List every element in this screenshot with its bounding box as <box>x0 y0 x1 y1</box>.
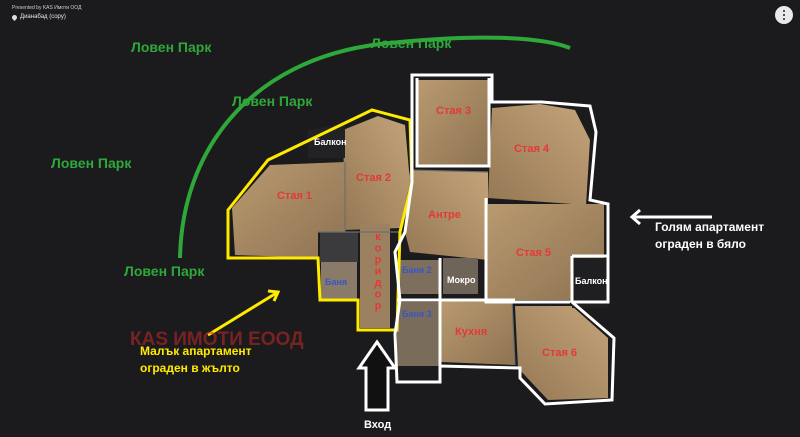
balcony-big-floor <box>572 258 608 308</box>
location-row[interactable]: Дианабад (copy) <box>10 13 66 21</box>
big-apartment-caption-line2: ограден в бяло <box>655 237 746 251</box>
corridor-letter: и <box>375 266 382 278</box>
park-label-top-right: Ловен Парк <box>371 35 452 51</box>
entrance-hall-label: Антре <box>428 209 461 221</box>
small-apartment-pointer-arrow <box>207 289 281 337</box>
entry-arrow <box>356 339 398 412</box>
hallway-left-floor <box>320 232 358 262</box>
room-2-label: Стая 2 <box>356 172 391 184</box>
room-6-floor <box>515 306 608 400</box>
balcony-small-label: Балкон <box>314 137 347 147</box>
park-boundary-arc <box>178 35 571 259</box>
entry-label: Вход <box>364 419 391 431</box>
bath-small-floor <box>321 262 357 300</box>
park-label-left: Ловен Парк <box>51 155 132 171</box>
room-3-floor <box>417 80 489 166</box>
big-apartment-pointer-arrow <box>629 208 712 226</box>
small-apartment-caption-line2: ограден в жълто <box>140 361 240 375</box>
balcony-big-label: Балкон <box>575 276 608 286</box>
bath3-label: Баня 3 <box>402 309 432 319</box>
big-apartment-outline <box>393 73 616 406</box>
room-4-label: Стая 4 <box>514 143 550 155</box>
corridor-floor <box>360 224 390 328</box>
bath2-label: Баня 2 <box>402 265 432 275</box>
location-pin-icon <box>10 13 19 21</box>
corridor-letter: о <box>375 289 382 301</box>
park-label-mid: Ловен Парк <box>232 93 313 109</box>
watermark-text: КАS ИМОТИ ЕООД <box>130 329 304 350</box>
floor-plan <box>232 80 608 400</box>
kitchen-floor <box>441 300 515 365</box>
room-4-floor <box>488 104 590 205</box>
balcony-small-floor <box>308 124 345 158</box>
room-5-label: Стая 5 <box>516 247 551 259</box>
bath2-floor <box>400 260 440 294</box>
room-6-label: Стая 6 <box>542 347 577 359</box>
room-1-label: Стая 1 <box>277 190 312 202</box>
hall-floor <box>405 170 488 260</box>
corridor-letter: о <box>375 243 382 255</box>
wet-room-floor <box>443 258 478 294</box>
room-3-label: Стая 3 <box>436 105 471 117</box>
presented-by-text: Presented by KAS Имоти ООД <box>12 5 82 11</box>
corridor-letter: р <box>375 300 382 312</box>
park-label-bottom: Ловен Парк <box>124 263 205 279</box>
bath3-floor <box>397 302 439 366</box>
big-apartment-inner-lines <box>397 78 608 366</box>
kitchen-label: Кухня <box>455 326 487 338</box>
park-label-top-left: Ловен Парк <box>131 39 212 55</box>
bath-small-label: Баня <box>325 277 347 287</box>
location-text: Дианабад (copy) <box>20 14 66 20</box>
corridor-letter: к <box>375 231 381 243</box>
big-apartment-caption-line1: Голям апартамент <box>655 220 764 234</box>
corridor-letter: р <box>375 254 382 266</box>
room-1-floor <box>232 162 345 258</box>
room-2-floor <box>343 116 410 230</box>
wet-room-label: Мокро <box>447 275 476 285</box>
small-apartment-caption-line1: Малък апартамент <box>140 344 252 358</box>
corridor-letter: д <box>375 277 382 289</box>
more-options-icon[interactable] <box>775 6 793 24</box>
